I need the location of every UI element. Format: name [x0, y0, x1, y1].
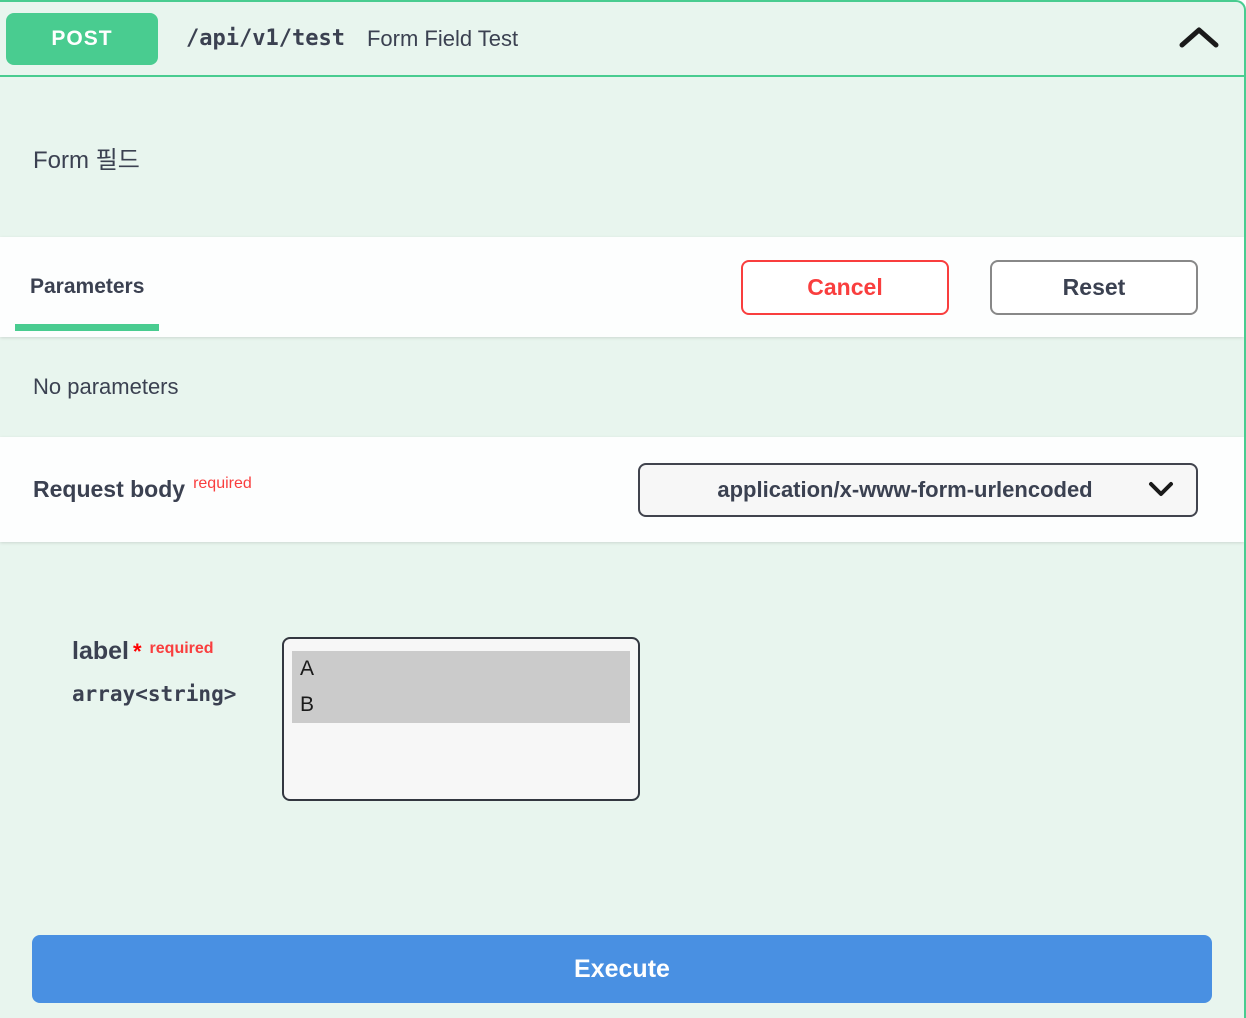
no-parameters-message: No parameters [33, 374, 179, 399]
operation-header: POST /api/v1/test Form Field Test [0, 2, 1244, 77]
method-badge: POST [6, 12, 158, 65]
field-type: array<string> [72, 682, 237, 706]
request-body-form: label* required array<string> A B Execute [0, 542, 1244, 1018]
content-type-value: application/x-www-form-urlencoded [717, 476, 1093, 502]
field-required-asterisk: * [132, 639, 142, 664]
parameter-actions: Cancel Reset [741, 259, 1198, 315]
form-field-row-label: label* required array<string> A B [0, 542, 1244, 801]
field-meta: label* required array<string> [72, 637, 282, 801]
chevron-up-icon [1178, 25, 1220, 52]
field-name: label* required [72, 637, 282, 666]
field-required-badge: required [149, 640, 214, 657]
parameters-header-row: Parameters Cancel Reset [0, 237, 1244, 337]
request-body-title: Request body required [0, 475, 252, 503]
request-body-label: Request body [33, 476, 186, 502]
content-type-select[interactable]: application/x-www-form-urlencoded [638, 462, 1198, 517]
reset-button[interactable]: Reset [990, 259, 1198, 315]
collapse-button[interactable] [1178, 25, 1220, 52]
execute-button[interactable]: Execute [32, 935, 1212, 1003]
request-body-row: Request body required application/x-www-f… [0, 437, 1244, 542]
endpoint-summary: Form Field Test [366, 25, 519, 51]
multiselect-option-a[interactable]: A [292, 651, 630, 687]
parameters-title: Parameters [30, 275, 145, 298]
chevron-down-icon [1148, 477, 1174, 503]
cancel-button[interactable]: Cancel [741, 259, 949, 315]
label-multiselect[interactable]: A B [282, 637, 640, 801]
tab-parameters[interactable]: Parameters [15, 237, 160, 337]
field-name-text: label [72, 637, 129, 665]
multiselect-option-b[interactable]: B [292, 687, 630, 723]
operation-description: Form 필드 [33, 146, 140, 174]
endpoint-path: /api/v1/test [186, 26, 345, 51]
request-body-required-badge: required [193, 475, 252, 492]
tab-active-underline [15, 324, 160, 331]
